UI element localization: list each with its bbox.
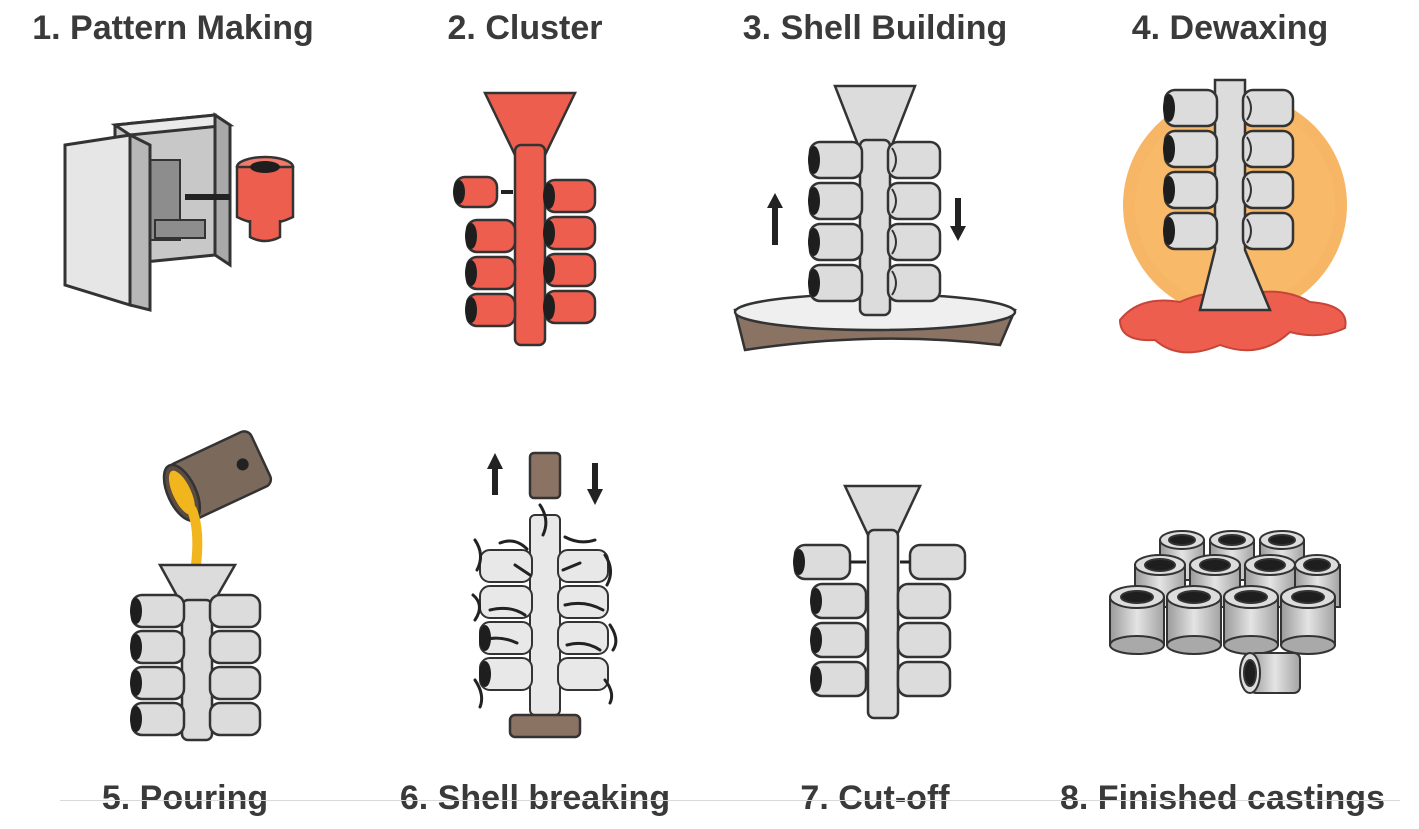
- baseline-rule: [60, 800, 1400, 801]
- cluster-illustration: [453, 91, 597, 347]
- step-3-label: 3. Shell Building: [742, 9, 1008, 47]
- step-8-label: 8. Finished castings: [1060, 779, 1385, 817]
- shell-breaking-illustration: [471, 451, 618, 739]
- dewaxing-illustration: [1118, 78, 1347, 354]
- step-1-label: 1. Pattern Making: [32, 9, 314, 47]
- pattern-making-illustration: [63, 112, 295, 312]
- cut-off-illustration: [793, 484, 967, 720]
- shell-building-illustration: [733, 84, 1017, 352]
- step-5-label: 5. Pouring: [101, 779, 269, 817]
- step-4-label: 4. Dewaxing: [1131, 9, 1329, 47]
- finished-castings-illustration: [1109, 530, 1341, 694]
- step-6-label: 6. Shell breaking: [399, 779, 671, 817]
- step-7-label: 7. Cut-off: [800, 779, 950, 817]
- step-2-label: 2. Cluster: [447, 9, 603, 47]
- pouring-illustration: [130, 430, 273, 742]
